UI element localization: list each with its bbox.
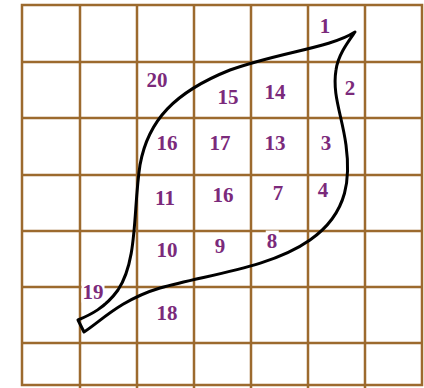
callout-number: 18 <box>156 303 179 324</box>
grid-line <box>22 342 422 345</box>
callout-number: 20 <box>146 70 169 91</box>
callout-number: 2 <box>344 78 357 99</box>
grid-border <box>22 5 422 385</box>
callout-number: 3 <box>320 133 333 154</box>
callout-number: 16 <box>212 185 235 206</box>
callout-number: 9 <box>214 236 227 257</box>
grid-line <box>22 61 422 64</box>
leaf-outline <box>78 32 355 332</box>
callout-number: 10 <box>156 240 179 261</box>
callout-number: 16 <box>156 133 179 154</box>
callout-number: 19 <box>82 282 105 303</box>
callout-number: 4 <box>317 180 330 201</box>
grid-line <box>22 117 422 120</box>
grid-line <box>22 230 422 233</box>
callout-number: 8 <box>266 231 279 252</box>
callout-number: 15 <box>217 87 240 108</box>
grid-lines <box>22 5 422 388</box>
callout-number: 13 <box>264 133 287 154</box>
grid-line <box>22 174 422 177</box>
callout-number: 1 <box>319 16 332 37</box>
callout-number: 11 <box>154 188 176 209</box>
callout-number: 7 <box>272 183 285 204</box>
callout-number: 17 <box>209 133 232 154</box>
callout-number: 14 <box>264 82 287 103</box>
